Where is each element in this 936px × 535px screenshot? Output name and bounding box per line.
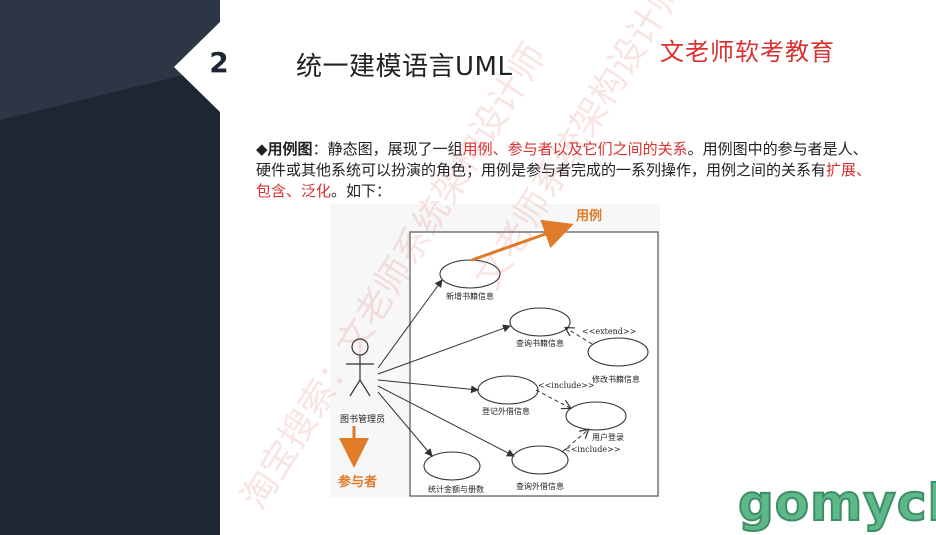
usecase-statistics [423,451,481,481]
usecase-register-loan-label: 登记外借信息 [482,406,530,416]
usecase-query-book [509,307,571,337]
term-label: 用例图 [267,140,313,158]
definition-paragraph: ◆用例图：静态图，展现了一组用例、参与者以及它们之间的关系。用例图中的参与者是人… [256,139,872,202]
usecase-query-loan [511,445,569,475]
extend-label: <<extend>> [582,327,636,336]
usecase-add-book [439,259,501,289]
slide-title: 统一建模语言UML [296,52,513,82]
usecase-edit-book [587,337,649,367]
include-label-2: <<include>> [564,445,621,454]
slide-number-badge [166,18,278,116]
text-part-3: 。如下： [331,182,392,200]
usecase-statistics-label: 统计金额与册数 [428,484,484,494]
text-part-2: 。用例图中的参与者是人、硬件或其他系统可以扮演的角色；用例是参与者完成的一系列操… [256,140,868,179]
callout-usecase: 用例 [575,208,602,224]
usecase-user-login [565,401,627,431]
actor-icon [346,338,374,397]
callout-actor: 参与者 [338,474,377,490]
bullet-icon: ◆ [256,140,268,158]
usecase-register-loan [477,375,539,405]
footer-logo: gomyck [737,474,936,532]
usecase-user-login-label: 用户登录 [592,432,624,442]
usecase-callout-arrow [471,219,574,262]
brand-label: 文老师软考教育 [660,38,835,66]
text-part-1: ：静态图，展现了一组 [312,140,463,158]
diamond-chevron-icon [174,22,278,112]
actor-label: 图书管理员 [340,413,385,425]
slide-number: 2 [209,46,229,79]
use-case-diagram: 图书管理员 新增书籍信息 查询书籍信息 修改书籍信息 登记外借信息 [330,204,660,498]
highlight-1: 用例、参与者以及它们之间的关系 [462,140,688,158]
usecase-query-book-label: 查询书籍信息 [516,338,564,348]
usecase-query-loan-label: 查询外借信息 [516,481,564,491]
include-label-1: <<include>> [538,381,595,390]
highlight-2: 扩展、包含、泛化 [256,161,872,200]
usecase-edit-book-label: 修改书籍信息 [592,374,640,384]
usecase-add-book-label: 新增书籍信息 [446,291,494,301]
